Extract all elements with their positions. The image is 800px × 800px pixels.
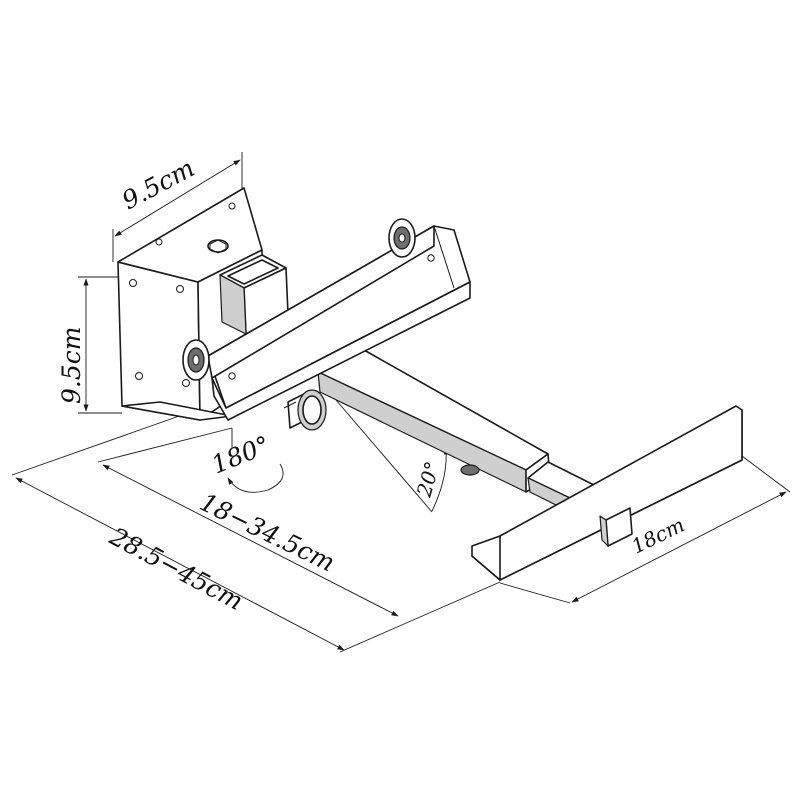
- label-rotation: 180°: [207, 430, 274, 479]
- label-tray-length: 18cm: [628, 513, 689, 559]
- bar-hole: [228, 372, 236, 380]
- bar-hole: [427, 254, 435, 262]
- label-total-reach: 28.5−45cm: [104, 521, 248, 616]
- label-plate-width: 9.5cm: [117, 153, 199, 215]
- speaker-tray: [471, 405, 743, 581]
- arm-bolt: [460, 464, 480, 476]
- roller-wheel: [388, 218, 416, 258]
- screw-hole: [155, 238, 163, 246]
- locking-knob: [283, 389, 327, 431]
- screw-hole: [135, 372, 143, 380]
- screw-hole: [228, 202, 236, 210]
- label-plate-height: 9.5cm: [57, 327, 86, 404]
- screw-hole: [176, 285, 184, 293]
- label-tilt: 20°: [411, 459, 444, 501]
- roller-wheel: [182, 339, 210, 381]
- telescopic-arm: [317, 349, 597, 515]
- hex-nut: [207, 239, 229, 254]
- screw-hole: [182, 379, 190, 387]
- label-inner-reach: 18−34.5cm: [195, 487, 339, 577]
- screw-hole: [129, 279, 137, 287]
- mounting-bar: [207, 225, 471, 421]
